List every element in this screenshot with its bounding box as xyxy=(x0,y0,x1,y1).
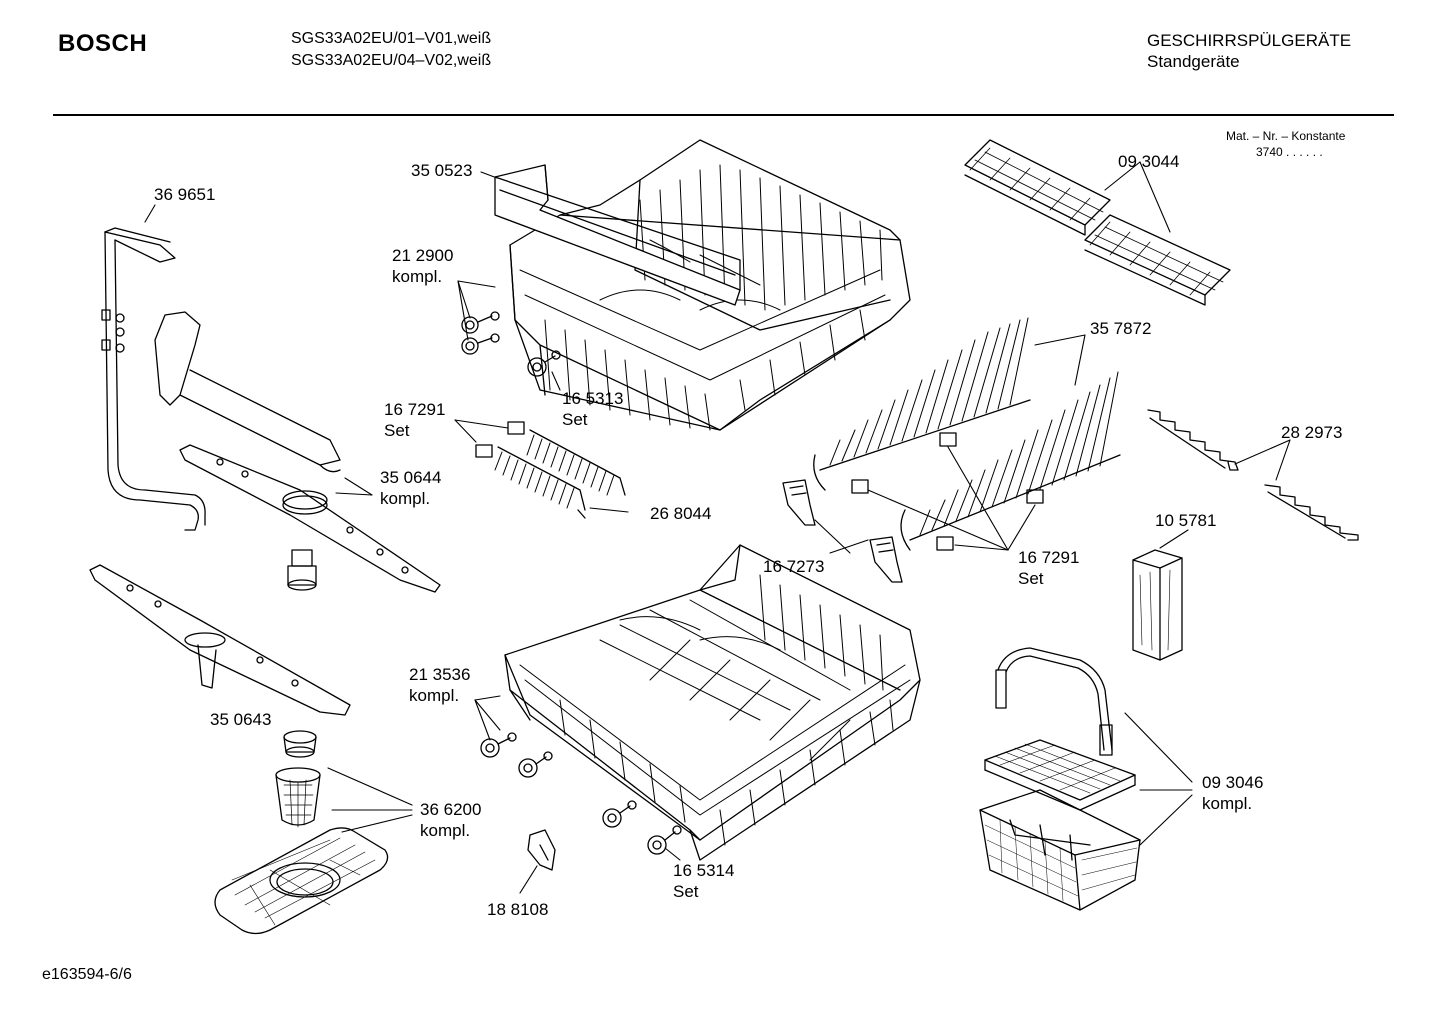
part-label-188108: 18 8108 xyxy=(487,900,549,919)
upper-basket-stops xyxy=(528,351,560,376)
part-note-366200: kompl. xyxy=(420,821,471,840)
part-note-165314: Set xyxy=(673,882,699,901)
category-title: GESCHIRRSPÜLGERÄTE xyxy=(1147,31,1352,50)
header-divider xyxy=(53,114,1394,116)
upper-basket xyxy=(495,140,910,430)
part-label-093046: 09 3046 xyxy=(1202,773,1264,792)
model-line-2: SGS33A02EU/04–V02,weiß xyxy=(291,52,492,69)
part-label-167273: 16 7273 xyxy=(763,557,825,576)
fold-tines-right xyxy=(814,318,1120,550)
part-label-369651: 36 9651 xyxy=(154,185,216,204)
supply-pipe xyxy=(102,228,205,530)
part-note-165313: Set xyxy=(562,410,588,429)
part-label-213536: 21 3536 xyxy=(409,665,471,684)
part-label-165314: 16 5314 xyxy=(673,861,735,880)
guide-clip xyxy=(528,830,555,870)
part-note-350644: kompl. xyxy=(380,489,431,508)
lower-basket-stops xyxy=(603,801,681,854)
mat-number-value: 3740 . . . . . . xyxy=(1256,145,1323,159)
tine-holders xyxy=(783,480,902,582)
part-label-366200: 36 6200 xyxy=(420,800,482,819)
part-label-212900: 21 2900 xyxy=(392,246,454,265)
cutlery-grids xyxy=(965,140,1230,305)
upper-basket-wheels xyxy=(462,312,499,354)
part-note-167291-right: Set xyxy=(1018,569,1044,588)
lower-basket-wheels xyxy=(481,733,552,777)
part-note-212900: kompl. xyxy=(392,267,443,286)
part-label-350644: 35 0644 xyxy=(380,468,442,487)
model-line-1: SGS33A02EU/01–V01,weiß xyxy=(291,30,492,47)
part-label-350523: 35 0523 xyxy=(411,161,473,180)
drawing-code: e163594-6/6 xyxy=(42,966,132,983)
part-label-357872: 35 7872 xyxy=(1090,319,1152,338)
part-label-268044: 26 8044 xyxy=(650,504,712,523)
part-label-167291-right: 16 7291 xyxy=(1018,548,1080,567)
filter-set xyxy=(215,731,388,934)
part-note-093046: kompl. xyxy=(1202,794,1253,813)
part-label-093044: 09 3044 xyxy=(1118,152,1180,171)
fold-tine-rack-left xyxy=(476,422,625,518)
part-note-213536: kompl. xyxy=(409,686,460,705)
part-label-350643: 35 0643 xyxy=(210,710,272,729)
lower-basket xyxy=(505,545,920,860)
lower-spray-arm xyxy=(90,565,350,715)
part-label-167291-left: 16 7291 xyxy=(384,400,446,419)
cutlery-basket xyxy=(980,648,1140,910)
upper-spray-arm xyxy=(155,312,440,592)
leader-lines xyxy=(145,162,1290,893)
part-label-282973: 28 2973 xyxy=(1281,423,1343,442)
part-label-165313: 16 5313 xyxy=(562,389,624,408)
cutlery-insert xyxy=(1133,550,1182,660)
mat-number-label: Mat. – Nr. – Konstante xyxy=(1226,129,1346,143)
category-subtitle: Standgeräte xyxy=(1147,52,1240,71)
cup-shelf-steps xyxy=(1148,410,1358,540)
brand-logo: BOSCH xyxy=(58,30,148,57)
part-note-167291-left: Set xyxy=(384,421,410,440)
part-label-105781: 10 5781 xyxy=(1155,511,1217,530)
